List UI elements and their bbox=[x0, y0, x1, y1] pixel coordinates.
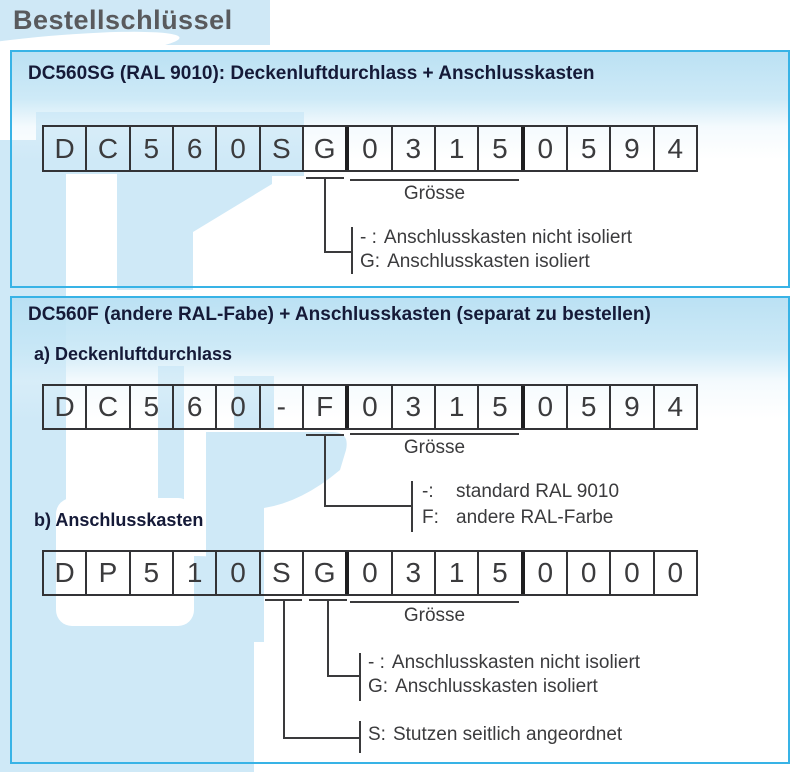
code-cell: 0 bbox=[611, 552, 655, 594]
code-cell: 0 bbox=[217, 552, 261, 594]
legend-entry: F:andere RAL-Farbe bbox=[422, 507, 614, 528]
code-cell: 0 bbox=[217, 127, 261, 170]
code-cell: 0 bbox=[349, 127, 393, 170]
section-a-title: a) Deckenluftdurchlass bbox=[34, 344, 233, 364]
groesse-label: Grösse bbox=[403, 183, 466, 204]
connector-tick-g bbox=[351, 227, 353, 274]
code-cell: 0 bbox=[217, 386, 261, 428]
code-cell: 1 bbox=[436, 552, 480, 594]
code-cell: P bbox=[87, 552, 131, 594]
code-cell: 5 bbox=[131, 552, 174, 594]
code-cell: - bbox=[261, 386, 304, 428]
code-cell: F bbox=[304, 386, 350, 428]
code-cell: G bbox=[304, 552, 350, 594]
code-cell: 5 bbox=[479, 386, 525, 428]
code-cell: 3 bbox=[393, 552, 436, 594]
code-cell: 5 bbox=[568, 386, 612, 428]
code-cell: 1 bbox=[436, 386, 480, 428]
code-cell: 5 bbox=[131, 386, 174, 428]
code-cell: G bbox=[304, 127, 350, 170]
connector-vline-f bbox=[324, 434, 326, 507]
code-cell: D bbox=[44, 552, 88, 594]
code-cell: 0 bbox=[525, 127, 568, 170]
panel-dc560sg: DC560SG (RAL 9010): Deckenluftdurchlass … bbox=[10, 50, 790, 288]
legend-entry: S:Stutzen seitlich angeordnet bbox=[368, 724, 623, 745]
connector-vline-g2 bbox=[327, 599, 329, 677]
code-cell: 3 bbox=[393, 386, 436, 428]
connector-tick-s bbox=[359, 721, 361, 753]
code-cell: 6 bbox=[174, 386, 218, 428]
connector-tick-f bbox=[411, 481, 413, 532]
groesse-line bbox=[350, 179, 519, 181]
code-cell: D bbox=[44, 127, 88, 170]
groesse-line-a bbox=[350, 433, 519, 435]
code-cell: 3 bbox=[393, 127, 436, 170]
code-cell: 5 bbox=[479, 552, 525, 594]
legend-entry: - :Anschlusskasten nicht isoliert bbox=[360, 227, 633, 248]
code-cell: 0 bbox=[525, 552, 568, 594]
code-cell: 0 bbox=[349, 386, 393, 428]
legend-stutzen: S:Stutzen seitlich angeordnet bbox=[368, 723, 622, 747]
connector-hline-g bbox=[324, 251, 352, 253]
legend-entry: G:Anschlusskasten isoliert bbox=[368, 676, 598, 697]
legend-entry: -:standard RAL 9010 bbox=[422, 481, 620, 502]
code-cell: S bbox=[261, 127, 304, 170]
legend-entry: G:Anschlusskasten isoliert bbox=[360, 251, 590, 272]
code-cell: 0 bbox=[568, 552, 612, 594]
code-cell: 0 bbox=[525, 386, 568, 428]
code-cell: 4 bbox=[667, 391, 684, 422]
code-cell: D bbox=[44, 386, 88, 428]
code-cell: 6 bbox=[174, 127, 218, 170]
code-cell: 0 bbox=[349, 552, 393, 594]
code-cell: 1 bbox=[436, 127, 480, 170]
connector-hline-s bbox=[283, 737, 360, 739]
code-cell: 9 bbox=[611, 386, 655, 428]
connector-vline-g bbox=[324, 177, 326, 253]
code-cell: 9 bbox=[611, 127, 655, 170]
panel-dc560f: DC560F (andere RAL-Fabe) + Anschlusskast… bbox=[10, 296, 790, 764]
code-cell: 0 bbox=[667, 557, 684, 588]
panel1-header: DC560SG (RAL 9010): Deckenluftdurchlass … bbox=[28, 63, 595, 84]
code-cell: 5 bbox=[479, 127, 525, 170]
code-cell: C bbox=[87, 127, 131, 170]
page-title: Bestellschlüssel bbox=[13, 5, 233, 35]
groesse-label-a: Grösse bbox=[403, 437, 466, 458]
code-cell: 1 bbox=[174, 552, 218, 594]
legend-entry: - :Anschlusskasten nicht isoliert bbox=[368, 652, 641, 673]
code-cell: S bbox=[261, 552, 304, 594]
section-b-title: b) Anschlusskasten bbox=[34, 510, 204, 530]
panel2-header: DC560F (andere RAL-Fabe) + Anschlusskast… bbox=[28, 304, 651, 325]
code-cell: 5 bbox=[568, 127, 612, 170]
connector-hline-g2 bbox=[327, 675, 360, 677]
connector-hline-f bbox=[324, 505, 412, 507]
groesse-line-b bbox=[350, 601, 519, 603]
code-cell: C bbox=[87, 386, 131, 428]
connector-vline-s bbox=[283, 599, 285, 739]
code-cell: 4 bbox=[667, 132, 684, 164]
groesse-label-b: Grösse bbox=[403, 605, 466, 626]
code-cell: 5 bbox=[131, 127, 174, 170]
connector-tick-g2 bbox=[359, 653, 361, 701]
